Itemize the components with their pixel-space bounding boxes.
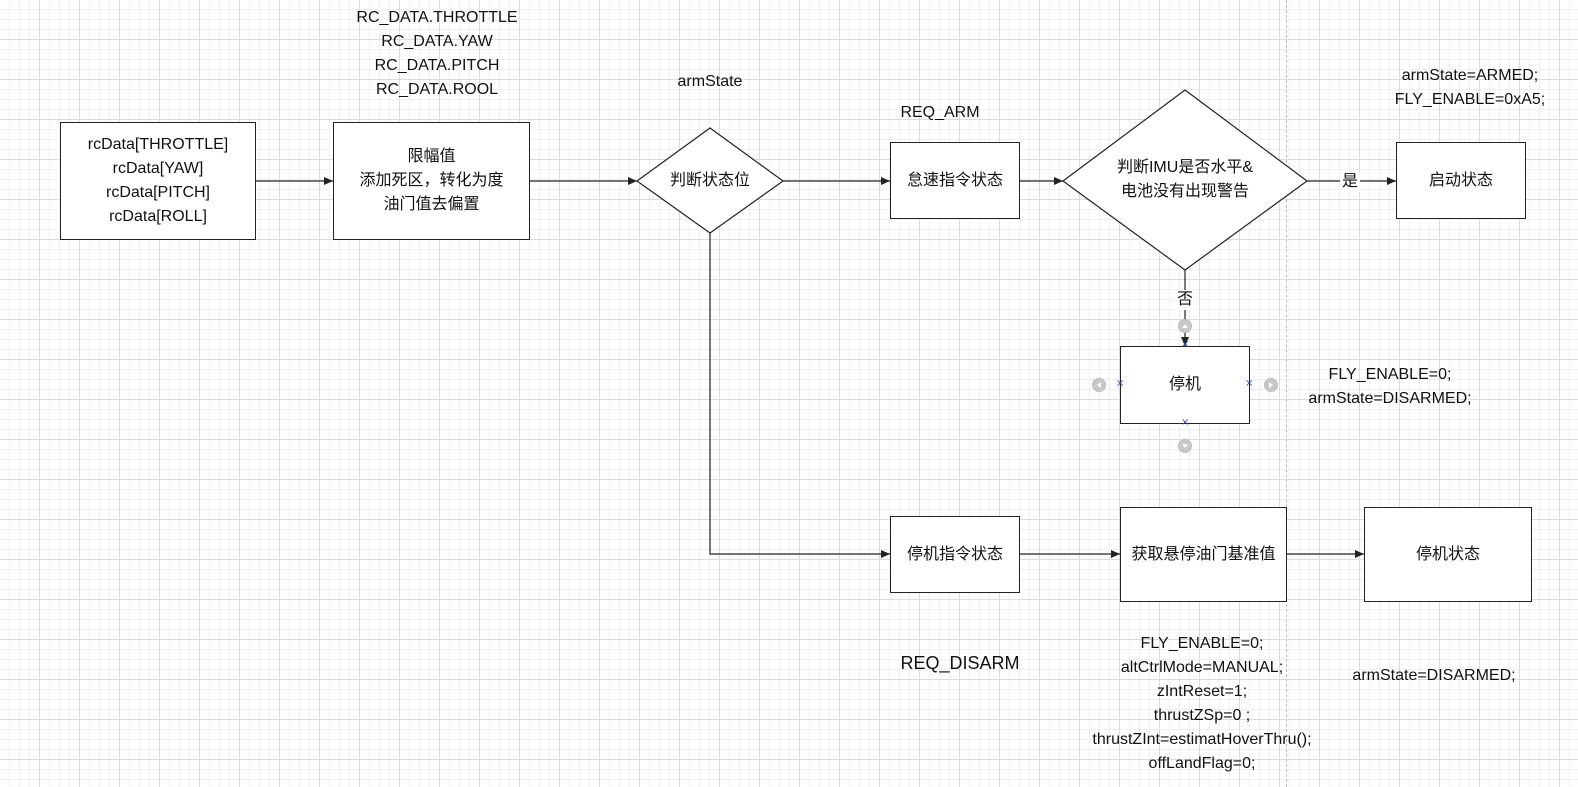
rcdata-line: rcData[YAW] — [112, 160, 204, 177]
disarmed-assign-label: armState=DISARMED; — [1352, 667, 1516, 684]
rc-data-defs-label: RC_DATA.THROTTLE RC_DATA.YAW RC_DATA.PIT… — [337, 6, 537, 102]
hover-assign-line: thrustZInt=estimatHoverThru(); — [1092, 731, 1312, 748]
edge-label-yes: 是 — [1340, 172, 1361, 192]
hover-assign-line: altCtrlMode=MANUAL; — [1120, 659, 1284, 676]
connection-point-icon[interactable]: × — [1245, 378, 1254, 389]
connection-point-icon[interactable]: × — [1116, 378, 1125, 389]
judge-state-label: 判断状态位 — [669, 171, 750, 189]
imu-check-diamond-shape — [1061, 89, 1309, 271]
hover-throttle-label: 获取悬停油门基准值 — [1131, 545, 1276, 563]
rcdata-line: rcData[ROLL] — [109, 208, 207, 225]
rcdata-line: rcData[PITCH] — [105, 184, 210, 201]
disarm-cmd-label: 停机指令状态 — [906, 545, 1003, 563]
imu-check-line: 判断IMU是否水平& — [1116, 159, 1253, 176]
hover-assign-line: FLY_ENABLE=0; — [1140, 635, 1264, 652]
limit-box[interactable]: 限幅值 添加死区，转化为度 油门值去偏置 — [333, 122, 530, 240]
hover-assign-line: offLandFlag=0; — [1148, 755, 1256, 772]
edge-label-no: 否 — [1175, 290, 1196, 310]
rcdata-line: rcData[THROTTLE] — [87, 136, 229, 153]
stop-state-box[interactable]: 停机状态 — [1364, 507, 1532, 602]
start-label: 启动状态 — [1428, 171, 1493, 189]
arm-state-label: armState — [677, 73, 743, 90]
stop-box[interactable]: 停机 — [1120, 346, 1250, 424]
rcdata-box[interactable]: rcData[THROTTLE] rcData[YAW] rcData[PITC… — [60, 122, 256, 240]
limit-line: 限幅值 — [407, 148, 456, 165]
connect-down-handle[interactable] — [1178, 439, 1192, 453]
limit-line: 油门值去偏置 — [383, 196, 480, 213]
hover-throttle-box[interactable]: 获取悬停油门基准值 — [1120, 507, 1287, 602]
connect-right-handle[interactable] — [1264, 378, 1278, 392]
stop-assign-label: FLY_ENABLE=0; armState=DISARMED; — [1290, 363, 1490, 411]
stop-assign-line: armState=DISARMED; — [1308, 390, 1472, 407]
stop-state-label: 停机状态 — [1415, 545, 1480, 563]
arm-cmd-box[interactable]: 怠速指令状态 — [890, 142, 1020, 219]
judge-state-diamond-shape — [635, 127, 785, 234]
armed-assign-label: armState=ARMED; FLY_ENABLE=0xA5; — [1380, 64, 1560, 112]
judge-state-diamond[interactable]: 判断状态位 — [637, 128, 783, 233]
armed-assign-line: FLY_ENABLE=0xA5; — [1394, 91, 1546, 108]
disarm-cmd-box[interactable]: 停机指令状态 — [890, 516, 1020, 593]
edge-judge-to-disarm-cmd — [709, 233, 890, 558]
rc-data-def-line: RC_DATA.PITCH — [374, 57, 500, 74]
connection-point-icon[interactable]: × — [1181, 417, 1190, 428]
imu-check-line: 电池没有出现警告 — [1120, 183, 1249, 200]
stop-assign-line: FLY_ENABLE=0; — [1328, 366, 1452, 383]
start-box[interactable]: 启动状态 — [1396, 142, 1526, 219]
req-arm-label: REQ_ARM — [900, 104, 980, 121]
imu-check-diamond[interactable]: 判断IMU是否水平& 电池没有出现警告 — [1063, 90, 1307, 270]
hover-assign-line: thrustZSp=0 ; — [1153, 707, 1251, 724]
armed-assign-line: armState=ARMED; — [1401, 67, 1539, 84]
stop-label: 停机 — [1168, 376, 1201, 393]
req-disarm-label: REQ_DISARM — [900, 653, 1020, 673]
connect-left-handle[interactable] — [1092, 378, 1106, 392]
arm-cmd-label: 怠速指令状态 — [906, 171, 1003, 189]
hover-assign-line: zIntReset=1; — [1156, 683, 1248, 700]
rc-data-def-line: RC_DATA.ROOL — [375, 81, 499, 98]
connect-up-handle[interactable] — [1178, 319, 1192, 333]
limit-line: 添加死区，转化为度 — [359, 172, 504, 189]
hover-assign-label: FLY_ENABLE=0; altCtrlMode=MANUAL; zIntRe… — [1060, 632, 1344, 776]
rc-data-def-line: RC_DATA.YAW — [381, 33, 493, 50]
rc-data-def-line: RC_DATA.THROTTLE — [356, 9, 518, 26]
page-break-line — [1286, 0, 1287, 787]
connection-point-icon[interactable]: × — [1181, 339, 1190, 350]
